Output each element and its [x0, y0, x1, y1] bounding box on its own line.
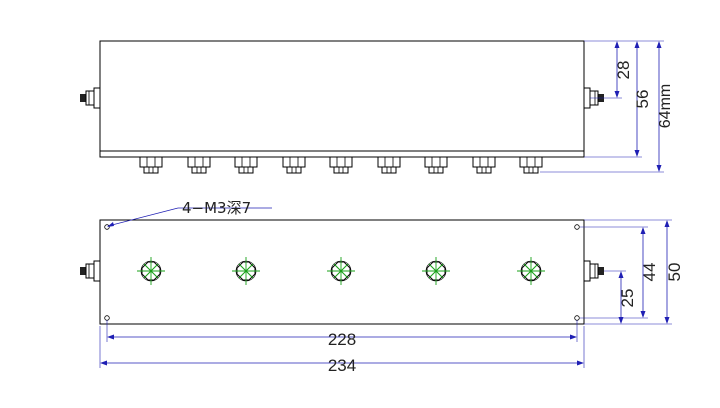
dim-234: 234 [99, 326, 585, 375]
mount-hole-bottom-right [574, 315, 580, 321]
nut-4 [282, 156, 306, 174]
top-view-body [99, 40, 585, 158]
bottom-view: 4−M3深7 50 44 25 [79, 199, 684, 375]
dim-25-label: 25 [618, 289, 637, 308]
nut-9 [519, 156, 543, 174]
port-2 [231, 256, 261, 286]
mounting-note: 4−M3深7 [107, 199, 272, 227]
nut-3 [234, 156, 258, 174]
dim-234-label: 234 [328, 356, 356, 375]
mount-hole-top-left [104, 224, 110, 230]
dim-28: 28 [584, 40, 664, 99]
port-5 [516, 256, 546, 286]
nut-6 [377, 156, 401, 174]
bottom-nut-row [139, 156, 543, 174]
mounting-note-label: 4−M3深7 [182, 199, 251, 217]
port-row [136, 256, 546, 286]
port-4 [421, 256, 451, 286]
dim-228-label: 228 [328, 330, 356, 349]
dim-64mm: 64mm [540, 41, 674, 173]
top-view: 28 56 64mm [79, 40, 674, 174]
dim-25: 25 [604, 270, 637, 324]
dim-64mm-label: 64mm [657, 84, 674, 128]
nut-2 [187, 156, 211, 174]
nut-8 [472, 156, 496, 174]
dim-50: 50 [584, 219, 684, 325]
mount-hole-bottom-left [104, 315, 110, 321]
nut-5 [329, 156, 353, 174]
dim-56: 56 [584, 41, 652, 158]
dim-44: 44 [580, 226, 659, 319]
port-1 [136, 256, 166, 286]
port-3 [326, 256, 356, 286]
dim-44-label: 44 [640, 263, 659, 282]
top-left-sma-connector [79, 87, 101, 109]
nut-7 [424, 156, 448, 174]
dim-228: 228 [106, 320, 578, 349]
mount-hole-top-right [574, 224, 580, 230]
dim-50-label: 50 [665, 263, 684, 282]
bottom-left-sma-connector [79, 260, 101, 282]
nut-1 [139, 156, 163, 174]
bottom-right-sma-connector [583, 260, 605, 282]
dim-28-label: 28 [614, 61, 633, 80]
dim-56-label: 56 [633, 90, 652, 109]
